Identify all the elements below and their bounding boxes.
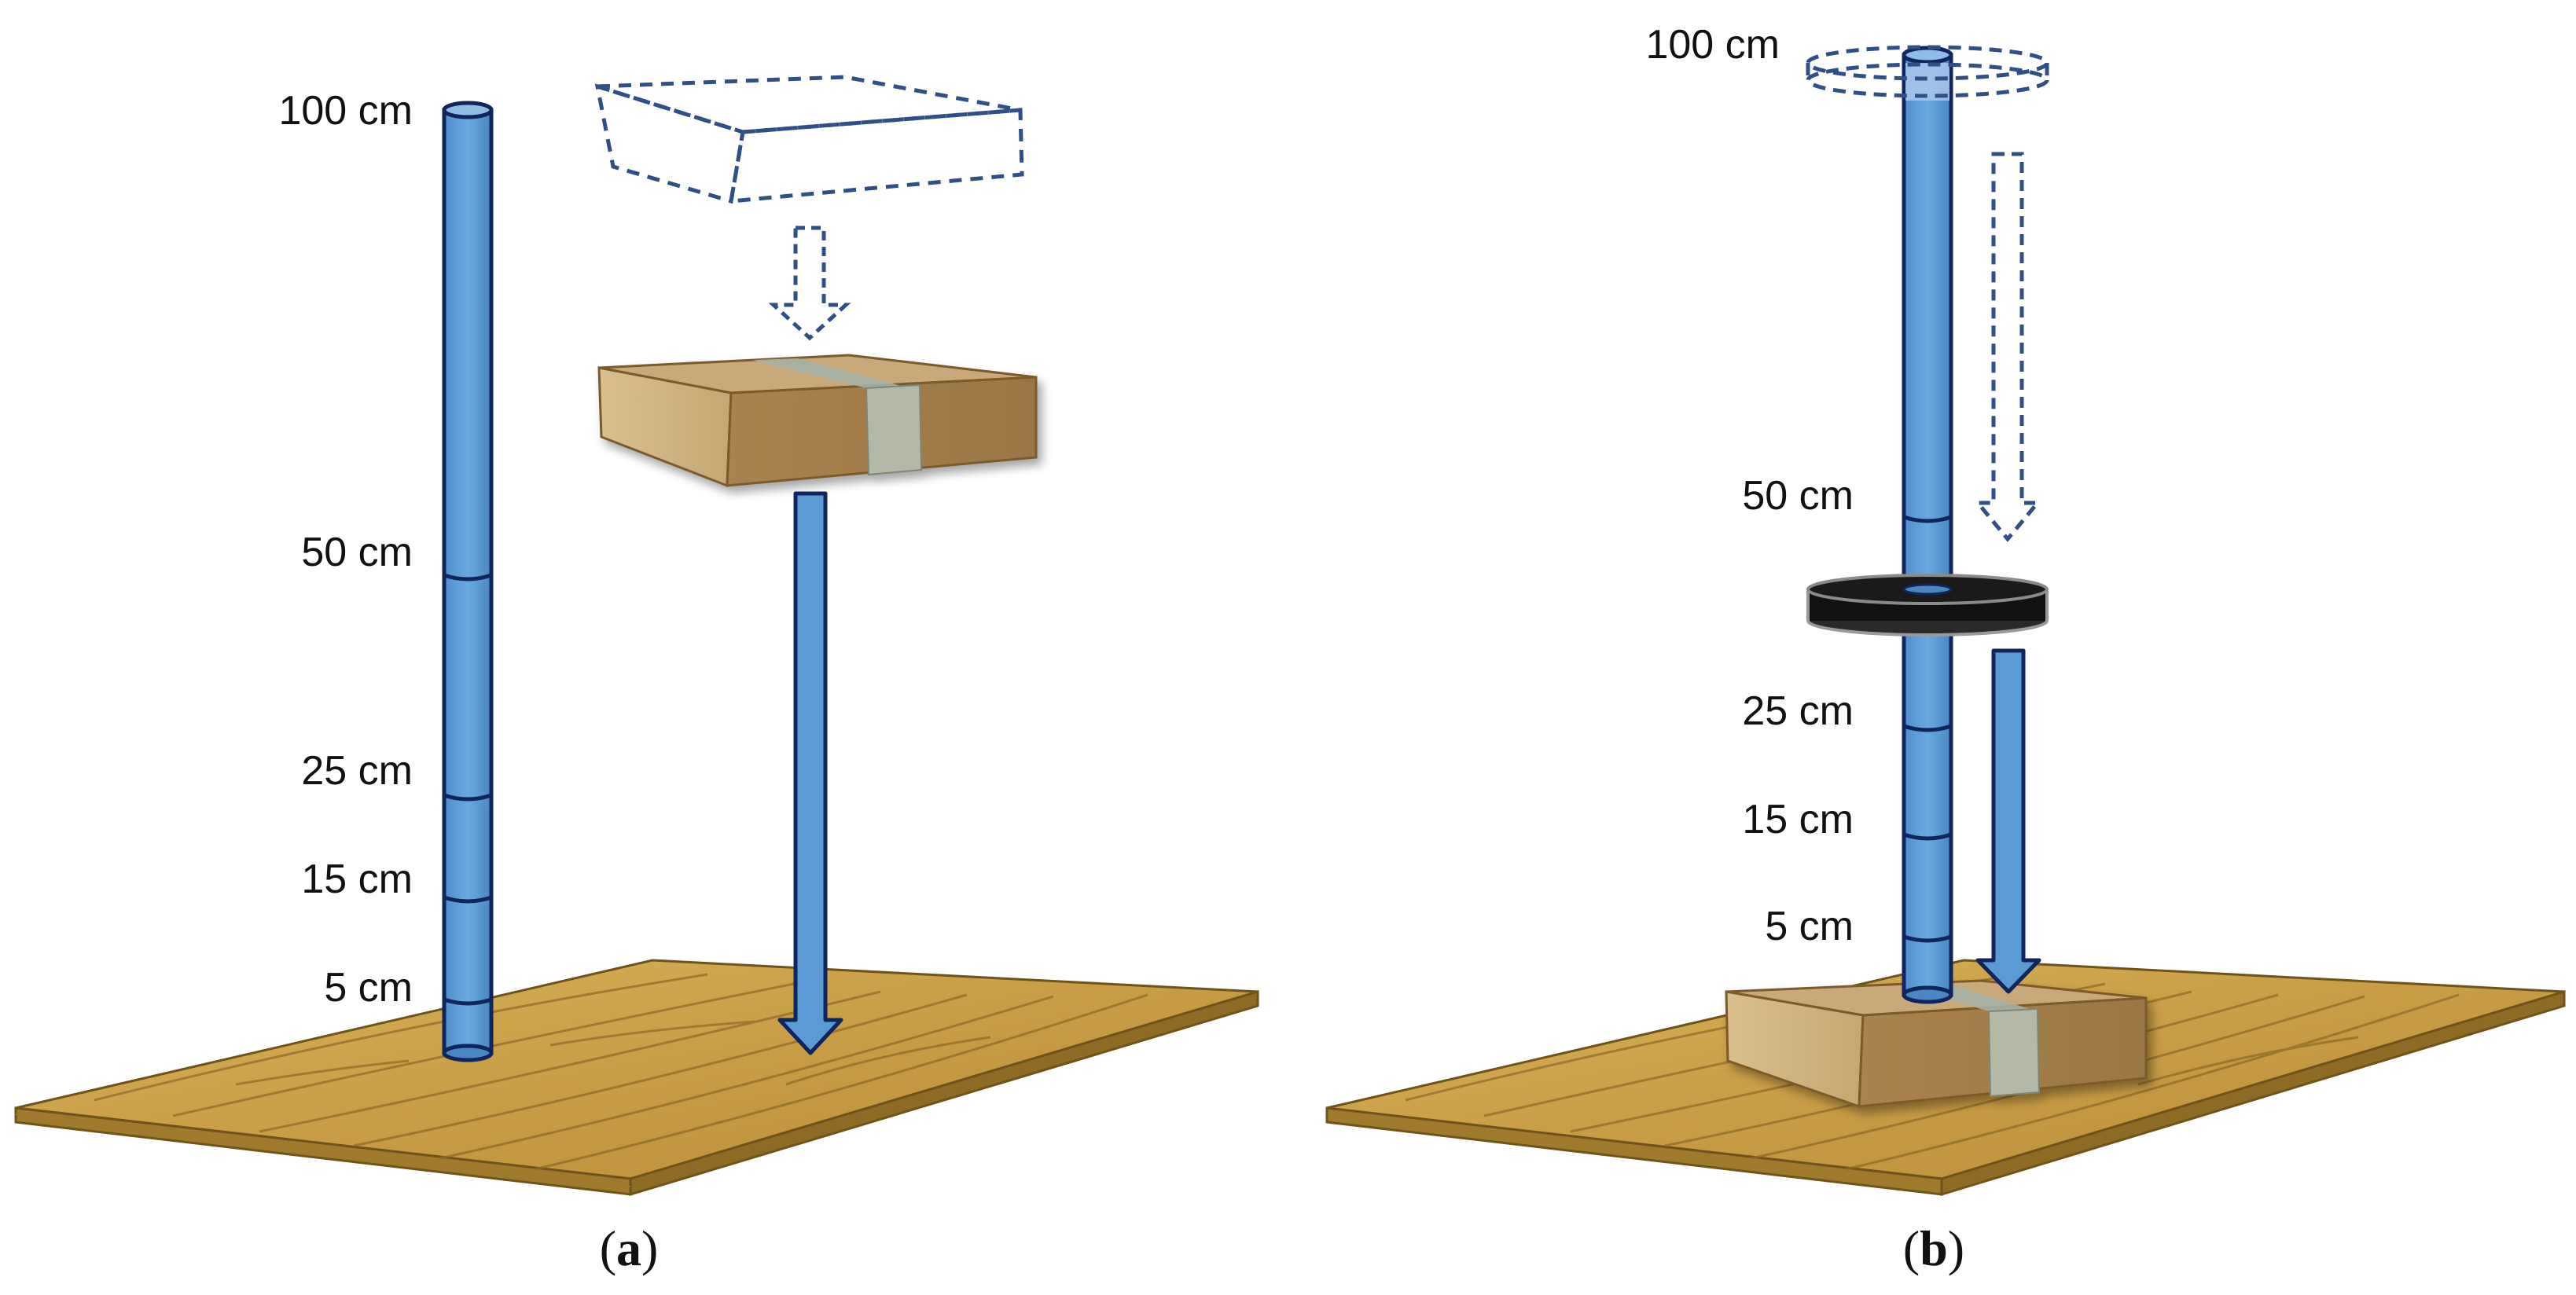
scale-label-100: 100 cm [278,88,413,134]
panel-a: 100 cm 50 cm 25 cm 15 cm 5 cm (a) [14,75,1259,1276]
scale-label-5: 5 cm [1765,904,1854,949]
dashed-outline-icon [594,75,1024,204]
caption-a: (a) [600,1220,659,1276]
scale-label-15: 15 cm [1742,797,1854,842]
scale-label-5: 5 cm [324,965,413,1011]
falling-box-icon [597,354,1038,488]
down-arrow-icon [1975,648,2041,994]
scale-label-15: 15 cm [301,857,413,902]
falling-box-icon [1725,979,2148,1109]
panel-b: 100 cm 50 cm 25 cm 15 cm 5 cm (b) [1325,22,2566,1276]
drop-weight-icon [1806,574,2049,636]
scale-label-100: 100 cm [1645,22,1780,68]
scale-label-25: 25 cm [1742,688,1854,734]
ruler-tube-icon [442,101,494,1062]
scale-label-50: 50 cm [1742,473,1854,519]
caption-b: (b) [1903,1220,1964,1276]
scale-label-25: 25 cm [301,748,413,794]
scale-label-50: 50 cm [301,530,413,575]
ruler-tube-icon [1902,46,1953,1004]
wooden-board-icon [14,959,1259,1197]
down-arrow-icon [1973,152,2042,542]
dashed-outline-icon [1806,45,2049,98]
down-arrow-icon [768,226,851,341]
down-arrow-icon [777,491,843,1055]
